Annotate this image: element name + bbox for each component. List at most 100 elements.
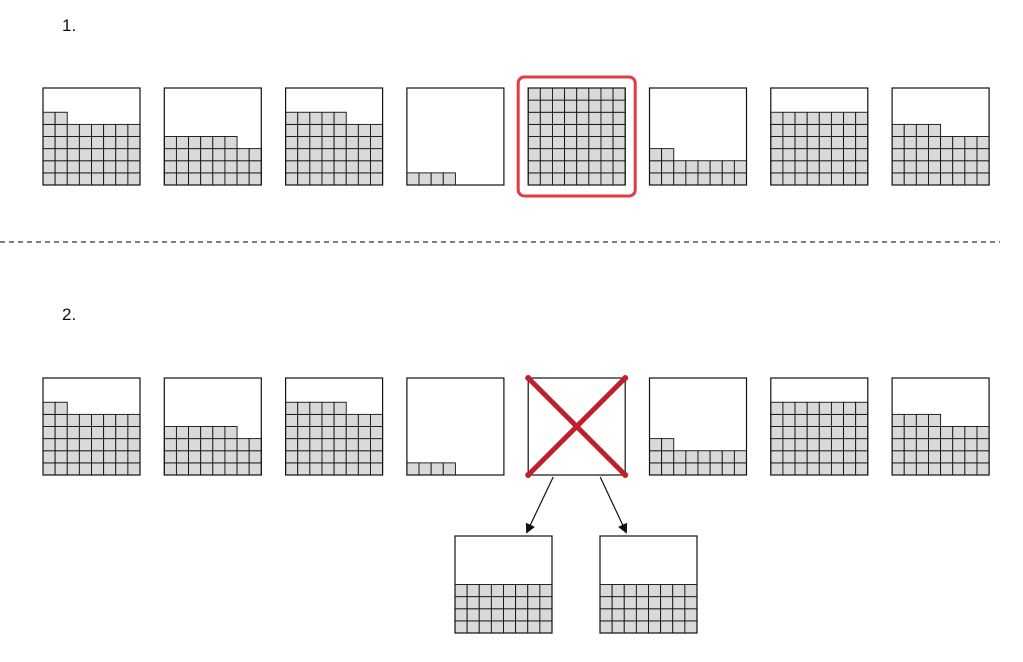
filled-cell <box>91 172 105 186</box>
filled-cell <box>297 426 311 440</box>
filled-cell <box>770 123 784 137</box>
filled-cell <box>309 426 323 440</box>
filled-cell <box>539 596 553 610</box>
filled-cell <box>42 462 56 476</box>
filled-cell <box>224 438 238 452</box>
filled-cell <box>661 450 675 464</box>
filled-cell <box>697 462 711 476</box>
filled-cell <box>830 123 844 137</box>
step-1-bucket-4 <box>406 87 505 186</box>
filled-cell <box>54 123 68 137</box>
filled-cell <box>66 438 80 452</box>
filled-cell <box>891 426 905 440</box>
filled-cell <box>940 438 954 452</box>
filled-cell <box>527 148 541 162</box>
filled-cell <box>843 413 857 427</box>
filled-cell <box>466 608 480 622</box>
filled-cell <box>830 426 844 440</box>
filled-cell <box>928 160 942 174</box>
step-1-bucket-3 <box>285 87 384 186</box>
filled-cell <box>770 148 784 162</box>
filled-cell <box>66 462 80 476</box>
filled-cell <box>928 450 942 464</box>
filled-cell <box>915 148 929 162</box>
filled-cell <box>782 401 796 415</box>
filled-cell <box>612 136 626 150</box>
filled-cell <box>200 426 214 440</box>
filled-cell <box>539 87 553 101</box>
filled-cell <box>794 413 808 427</box>
filled-cell <box>42 401 56 415</box>
filled-cell <box>612 99 626 113</box>
filled-cell <box>442 462 456 476</box>
filled-cell <box>855 160 869 174</box>
filled-cell <box>635 620 649 634</box>
filled-cell <box>782 438 796 452</box>
filled-cell <box>623 620 637 634</box>
filled-cell <box>818 148 832 162</box>
filled-cell <box>928 426 942 440</box>
filled-cell <box>503 584 517 598</box>
filled-cell <box>903 160 917 174</box>
filled-cell <box>709 160 723 174</box>
filled-cell <box>770 462 784 476</box>
filled-cell <box>782 136 796 150</box>
step-1-bucket-6 <box>648 87 748 186</box>
filled-cell <box>806 450 820 464</box>
filled-cell <box>127 123 141 137</box>
filled-cell <box>54 111 68 125</box>
filled-cell <box>903 438 917 452</box>
filled-cell <box>843 111 857 125</box>
filled-cell <box>66 148 80 162</box>
filled-cell <box>175 148 190 162</box>
filled-cell <box>940 450 954 464</box>
filled-cell <box>721 172 735 186</box>
filled-cell <box>91 426 105 440</box>
filled-cell <box>490 608 504 622</box>
filled-cell <box>357 426 371 440</box>
step-1-bucket-1 <box>42 87 141 186</box>
filled-cell <box>564 160 578 174</box>
filled-cell <box>843 450 857 464</box>
filled-cell <box>928 123 942 137</box>
filled-cell <box>661 438 675 452</box>
filled-cell <box>818 111 832 125</box>
filled-cell <box>940 148 954 162</box>
filled-cell <box>891 123 905 137</box>
filled-cell <box>54 172 68 186</box>
filled-cell <box>224 450 238 464</box>
filled-cell <box>127 413 141 427</box>
filled-cell <box>661 148 675 162</box>
arrow-down-icon <box>525 476 554 534</box>
filled-cell <box>321 160 335 174</box>
filled-cell <box>599 608 613 622</box>
filled-cell <box>661 172 675 186</box>
filled-cell <box>285 160 299 174</box>
filled-cell <box>552 148 566 162</box>
filled-cell <box>285 426 299 440</box>
filled-cell <box>818 438 832 452</box>
filled-cell <box>552 87 566 101</box>
filled-cell <box>903 450 917 464</box>
filled-cell <box>200 462 214 476</box>
step-1-label: 1. <box>62 16 76 35</box>
bucket-outline <box>163 377 262 476</box>
filled-cell <box>855 413 869 427</box>
filled-cell <box>78 462 92 476</box>
filled-cell <box>418 172 432 186</box>
filled-cell <box>891 450 905 464</box>
filled-cell <box>770 426 784 440</box>
step-2-bucket-6 <box>648 377 748 476</box>
filled-cell <box>357 462 371 476</box>
filled-cell <box>321 438 335 452</box>
filled-cell <box>697 172 711 186</box>
filled-cell <box>600 172 614 186</box>
filled-cell <box>928 413 942 427</box>
filled-cell <box>564 99 578 113</box>
filled-cell <box>588 123 602 137</box>
filled-cell <box>406 172 420 186</box>
filled-cell <box>466 620 480 634</box>
filled-cell <box>503 620 517 634</box>
filled-cell <box>721 462 735 476</box>
